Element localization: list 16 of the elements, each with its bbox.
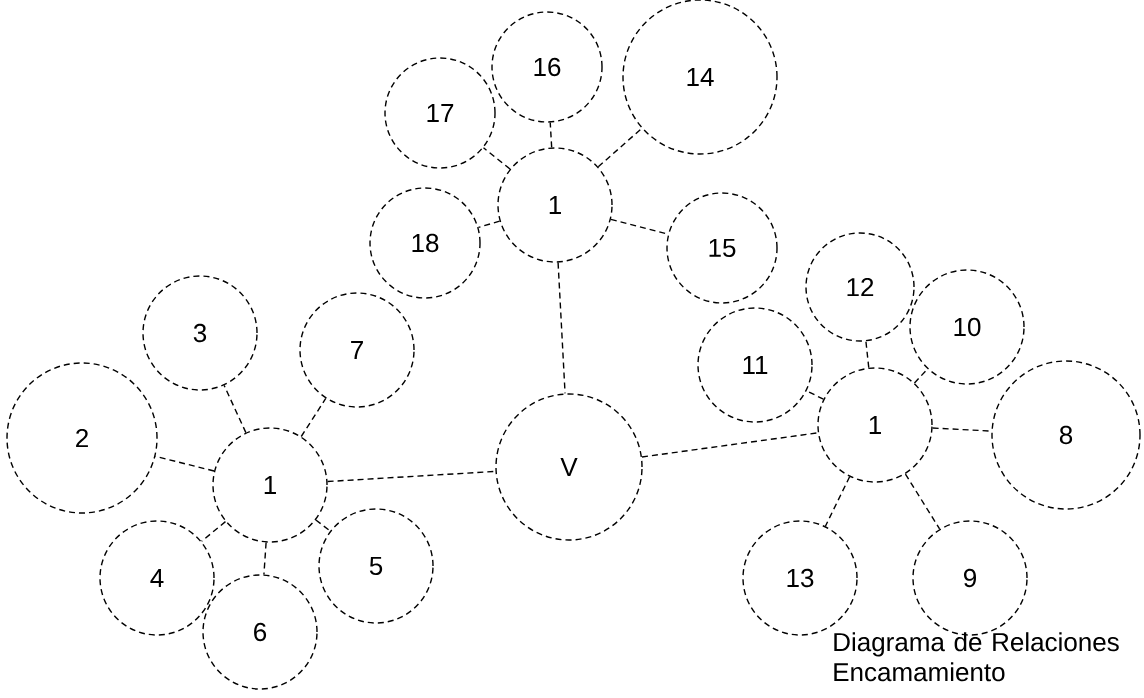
connector-line: [557, 261, 566, 395]
connector-line: [549, 121, 553, 149]
connector-line: [315, 519, 331, 532]
connector-line: [641, 432, 819, 458]
connector-line: [824, 476, 851, 527]
connector-line: [482, 147, 511, 170]
connector-line: [865, 340, 870, 369]
connector-line: [200, 520, 227, 543]
connector-line: [477, 220, 501, 229]
connector-line: [263, 541, 267, 576]
connector-line: [223, 384, 247, 434]
connector-line: [154, 455, 215, 472]
connector-line: [904, 473, 941, 530]
connector-line: [913, 368, 929, 384]
connector-line: [300, 397, 327, 438]
connector-line: [597, 127, 643, 168]
